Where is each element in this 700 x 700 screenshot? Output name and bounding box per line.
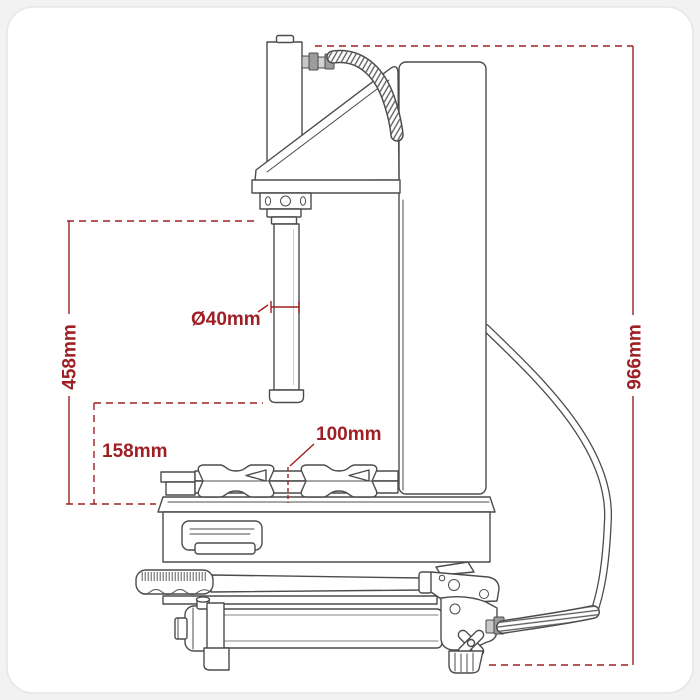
dim-overall-height-label: 966mm — [625, 324, 646, 390]
hand-pump — [135, 561, 505, 674]
pump-handle — [210, 574, 424, 593]
dim-ram-stroke-label: 158mm — [102, 441, 168, 462]
hose-fitting-bottom — [485, 619, 495, 634]
press-arm — [251, 65, 401, 194]
dim-ram-diameter-label: Ø40mm — [191, 309, 261, 330]
ram-top-cap — [275, 34, 295, 44]
piston-rod — [268, 223, 305, 404]
dim-block-spacing: 100mm — [287, 424, 382, 503]
dim-ram-stroke: 158mm — [93, 402, 263, 504]
release-valve-knob — [457, 629, 485, 657]
dim-overall-height: 966mm — [315, 45, 646, 666]
v-block-left — [197, 464, 275, 498]
arm-bottom-plate — [251, 179, 401, 194]
hydraulic-hose-right — [482, 324, 613, 619]
dimension-annotations: 966mm 458mm 158mm Ø40mm 100mm — [60, 45, 646, 666]
v-block-right — [300, 464, 378, 498]
dim-max-daylight: 458mm — [60, 220, 259, 505]
v-notch-icon — [245, 469, 267, 482]
press-bed — [157, 496, 496, 563]
dim-ram-diameter: Ø40mm — [191, 301, 300, 330]
v-notch-icon — [348, 469, 370, 482]
pump-foot-right — [448, 650, 484, 674]
pump-bracket — [162, 595, 438, 605]
ram-foot — [268, 389, 305, 404]
dim-max-daylight-label: 458mm — [60, 324, 81, 390]
hydraulic-hose-top — [326, 49, 404, 142]
hydraulic-hose-corrugated — [496, 605, 600, 634]
ram-mount-block — [259, 192, 312, 225]
pump-foot-left — [203, 647, 230, 671]
dim-block-spacing-label: 100mm — [316, 424, 382, 445]
press-column — [398, 61, 487, 495]
